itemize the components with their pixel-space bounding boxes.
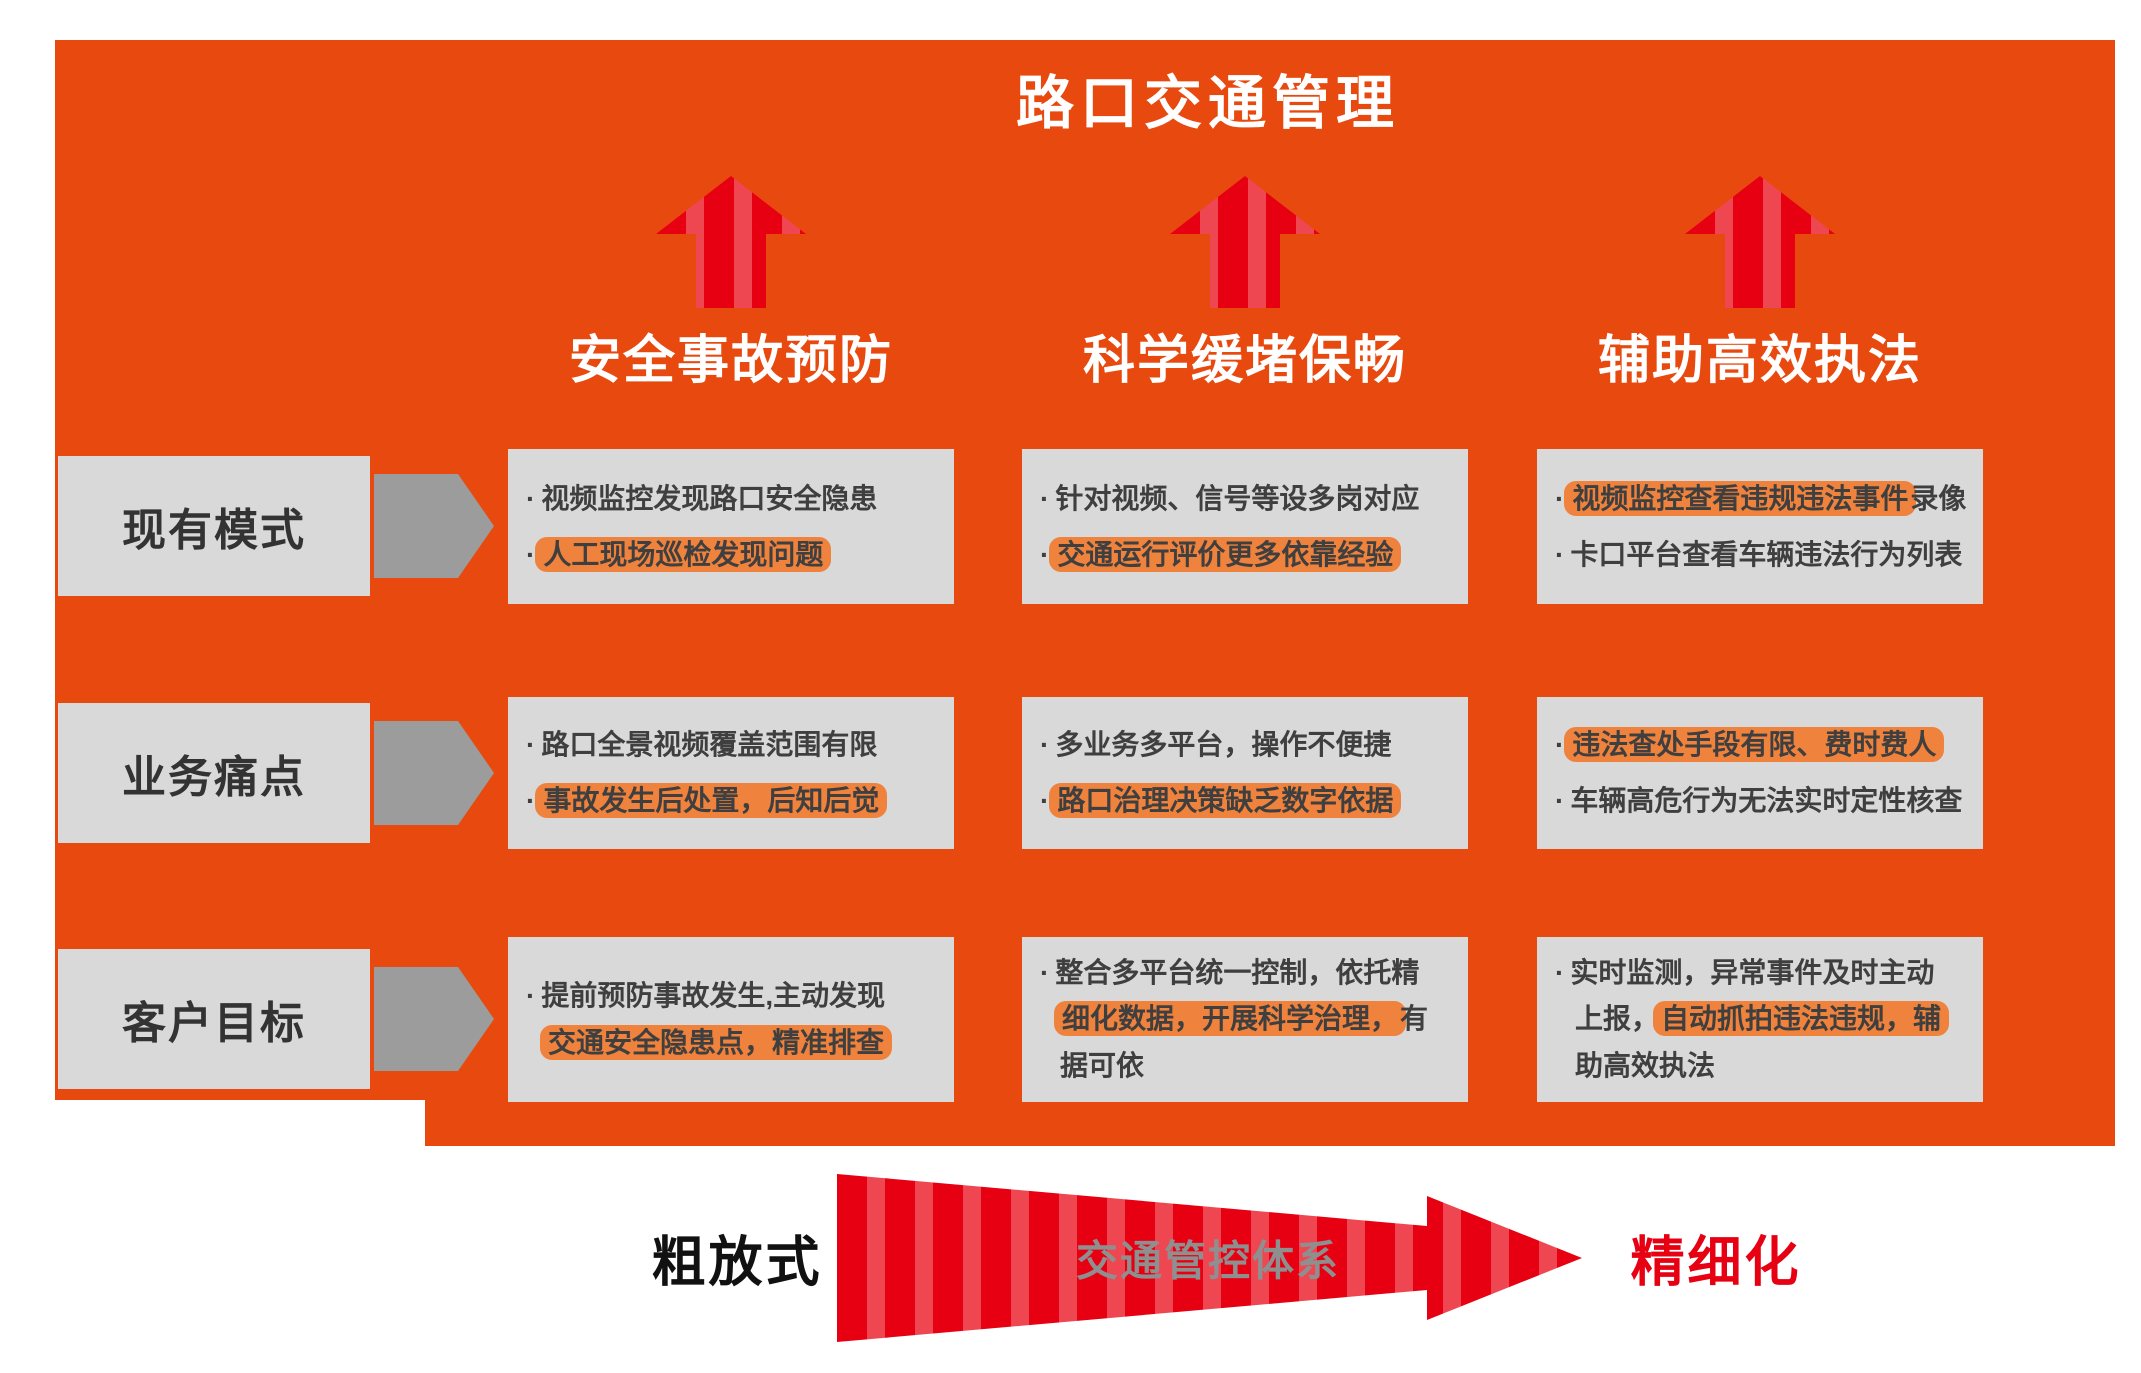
footer-refined-label: 精细化 [1630, 1232, 1802, 1293]
column-header-congestion: 科学缓堵保畅 [1082, 332, 1407, 390]
bullet-dot: · [526, 729, 536, 760]
bullet-dot: · [526, 980, 536, 1012]
cell-text: 上报， [1575, 1003, 1660, 1035]
cell-line: ·视频监控查看违规违法事件录像 [1555, 471, 1967, 527]
bullet-dot: · [1555, 957, 1565, 989]
cell-line: 据可依 [1040, 1043, 1450, 1089]
cell-text: 有 [1400, 1003, 1429, 1035]
cell-text: 视频监控发现路口安全隐患 [541, 482, 878, 514]
bullet-dot: · [1040, 957, 1050, 989]
content-cell: ·视频监控查看违规违法事件录像·卡口平台查看车辆违法行为列表 [1537, 449, 1983, 604]
cell-text-highlighted: 人工现场巡检发现问题 [535, 536, 832, 572]
column-header-enforcement: 辅助高效执法 [1597, 332, 1922, 390]
cell-line: ·路口全景视频覆盖范围有限 [526, 717, 936, 773]
up-arrow-icon [656, 176, 806, 308]
content-cell: ·实时监测，异常事件及时主动上报，自动抓拍违法违规，辅助高效执法 [1537, 937, 1983, 1102]
row-label-customer-goals: 客户目标 [58, 949, 370, 1089]
cell-text: 助高效执法 [1575, 1049, 1716, 1081]
content-cell: ·路口全景视频覆盖范围有限·事故发生后处置，后知后觉 [508, 697, 954, 849]
cell-line: ·人工现场巡检发现问题 [526, 527, 936, 583]
cell-line: 助高效执法 [1555, 1043, 1965, 1089]
flow-arrow-icon [837, 1174, 1582, 1342]
flow-arrow-label: 交通管控体系 [1075, 1237, 1341, 1285]
row-label-pain-points: 业务痛点 [58, 703, 370, 843]
cell-text-highlighted: 事故发生后处置，后知后觉 [535, 783, 888, 818]
cell-line: ·针对视频、信号等设多岗对应 [1040, 471, 1450, 527]
cell-line: ·违法查处手段有限、费时费人 [1555, 717, 1965, 773]
bullet-dot: · [526, 538, 536, 570]
bullet-dot: · [1555, 785, 1565, 816]
row-label-current-mode: 现有模式 [58, 456, 370, 596]
cell-text: 路口全景视频覆盖范围有限 [541, 729, 878, 760]
bullet-dot: · [1555, 729, 1565, 760]
cell-line: ·车辆高危行为无法实时定性核查 [1555, 773, 1965, 829]
cell-line: ·视频监控发现路口安全隐患 [526, 471, 936, 527]
cell-line: ·实时监测，异常事件及时主动 [1555, 950, 1965, 996]
content-cell: ·提前预防事故发生,主动发现交通安全隐患点，精准排查 [508, 937, 954, 1102]
bullet-dot: · [526, 785, 536, 816]
bullet-dot: · [1555, 538, 1565, 570]
cell-text-highlighted: 自动抓拍违法违规，辅 [1653, 1001, 1950, 1037]
bullet-dot: · [1555, 482, 1565, 514]
cell-line: ·整合多平台统一控制，依托精 [1040, 950, 1450, 996]
cell-line: ·多业务多平台，操作不便捷 [1040, 717, 1450, 773]
cell-text: 据可依 [1060, 1049, 1145, 1081]
cell-line: ·提前预防事故发生,主动发现 [526, 973, 936, 1019]
cell-text-highlighted: 违法查处手段有限、费时费人 [1564, 727, 1945, 762]
cell-text: 针对视频、信号等设多岗对应 [1055, 482, 1420, 514]
cell-text: 整合多平台统一控制，依托精 [1055, 957, 1420, 989]
cell-line: ·卡口平台查看车辆违法行为列表 [1555, 527, 1965, 583]
up-arrow-icon [1170, 176, 1320, 308]
bullet-dot: · [526, 482, 536, 514]
cell-text-highlighted: 路口治理决策缺乏数字依据 [1049, 783, 1402, 818]
cell-text-highlighted: 交通运行评价更多依靠经验 [1049, 536, 1402, 572]
page-title: 路口交通管理 [1015, 71, 1401, 136]
content-cell: ·整合多平台统一控制，依托精细化数据，开展科学治理，有据可依 [1022, 937, 1468, 1102]
cell-text: 卡口平台查看车辆违法行为列表 [1570, 538, 1963, 570]
cell-line: 上报，自动抓拍违法违规，辅 [1555, 996, 1965, 1042]
cell-text-highlighted: 视频监控查看违规违法事件 [1564, 480, 1917, 516]
cell-line: 交通安全隐患点，精准排查 [526, 1020, 936, 1066]
footer-coarse-label: 粗放式 [651, 1232, 823, 1293]
cell-line: 细化数据，开展科学治理，有 [1040, 996, 1450, 1042]
cell-text: 实时监测，异常事件及时主动 [1570, 957, 1935, 989]
bullet-dot: · [1040, 729, 1050, 760]
cell-text: 提前预防事故发生,主动发现 [541, 980, 886, 1012]
content-cell: ·视频监控发现路口安全隐患·人工现场巡检发现问题 [508, 449, 954, 604]
cell-line: ·事故发生后处置，后知后觉 [526, 773, 936, 829]
cell-text: 车辆高危行为无法实时定性核查 [1570, 785, 1963, 816]
cell-text: 多业务多平台，操作不便捷 [1055, 729, 1392, 760]
cell-line: ·路口治理决策缺乏数字依据 [1040, 773, 1450, 829]
content-cell: ·多业务多平台，操作不便捷·路口治理决策缺乏数字依据 [1022, 697, 1468, 849]
column-header-safety: 安全事故预防 [568, 332, 893, 390]
cell-line: ·交通运行评价更多依靠经验 [1040, 527, 1450, 583]
cell-text-highlighted: 交通安全隐患点，精准排查 [540, 1024, 893, 1060]
content-cell: ·针对视频、信号等设多岗对应·交通运行评价更多依靠经验 [1022, 449, 1468, 604]
bullet-dot: · [1040, 785, 1050, 816]
cell-text: 录像 [1910, 482, 1967, 514]
cell-text-highlighted: 细化数据，开展科学治理， [1054, 1001, 1407, 1037]
bullet-dot: · [1040, 538, 1050, 570]
up-arrow-icon [1685, 176, 1835, 308]
bullet-dot: · [1040, 482, 1050, 514]
content-cell: ·违法查处手段有限、费时费人·车辆高危行为无法实时定性核查 [1537, 697, 1983, 849]
